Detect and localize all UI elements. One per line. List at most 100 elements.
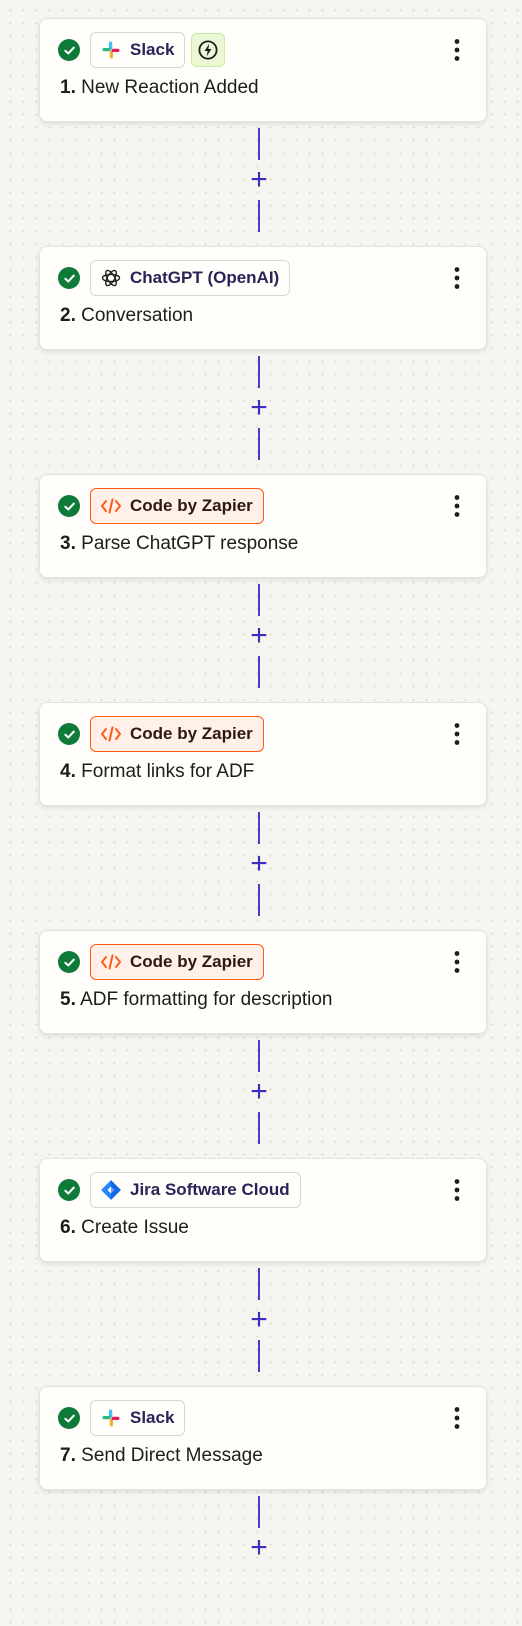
step-header: ChatGPT (OpenAI) bbox=[58, 259, 291, 297]
step-menu-button[interactable] bbox=[444, 1401, 470, 1435]
connector-line bbox=[258, 1340, 260, 1372]
app-chip[interactable]: Slack bbox=[90, 32, 186, 68]
plus-icon: + bbox=[250, 1303, 268, 1336]
step-title-text: Format links for ADF bbox=[81, 761, 255, 782]
add-step-button[interactable]: + bbox=[244, 849, 274, 879]
vertical-dots-icon bbox=[454, 1406, 460, 1430]
app-chip[interactable]: Code by Zapier bbox=[90, 716, 264, 752]
code-icon bbox=[99, 494, 123, 518]
step-menu-button[interactable] bbox=[444, 33, 470, 67]
connector-line bbox=[258, 1112, 260, 1144]
step-connector bbox=[257, 1034, 261, 1146]
add-step-button[interactable]: + bbox=[244, 1533, 274, 1563]
check-circle-icon bbox=[58, 39, 80, 61]
step-title-text: Conversation bbox=[81, 305, 194, 326]
vertical-dots-icon bbox=[454, 1178, 460, 1202]
connector-line bbox=[258, 428, 260, 460]
step-number: 3. bbox=[60, 533, 76, 554]
step-title: 3. Parse ChatGPT response bbox=[60, 533, 298, 555]
step-card[interactable]: Code by Zapier 5. ADF formatting for desc… bbox=[39, 930, 487, 1034]
step-number: 2. bbox=[60, 305, 76, 326]
check-circle-icon bbox=[58, 1179, 80, 1201]
app-name: Jira Software Cloud bbox=[130, 1180, 290, 1199]
plus-icon: + bbox=[250, 847, 268, 880]
code-icon bbox=[99, 722, 123, 746]
vertical-dots-icon bbox=[454, 494, 460, 518]
connector-line bbox=[258, 656, 260, 688]
plus-icon: + bbox=[250, 619, 268, 652]
vertical-dots-icon bbox=[454, 950, 460, 974]
app-chip[interactable]: Code by Zapier bbox=[90, 488, 264, 524]
plus-icon: + bbox=[250, 1531, 268, 1564]
jira-icon bbox=[99, 1178, 123, 1202]
app-chip[interactable]: Jira Software Cloud bbox=[90, 1172, 301, 1208]
app-chip[interactable]: Slack bbox=[90, 1400, 186, 1436]
step-card[interactable]: Code by Zapier 3. Parse ChatGPT response bbox=[39, 474, 487, 578]
code-icon bbox=[99, 950, 123, 974]
step-card[interactable]: Code by Zapier 4. Format links for ADF bbox=[39, 702, 487, 806]
app-name: Slack bbox=[130, 40, 175, 59]
step-title-text: Create Issue bbox=[81, 1217, 189, 1238]
step-menu-button[interactable] bbox=[444, 717, 470, 751]
connector-line bbox=[258, 584, 260, 616]
app-name: Slack bbox=[130, 1408, 175, 1427]
app-chip[interactable]: Code by Zapier bbox=[90, 944, 264, 980]
step-menu-button[interactable] bbox=[444, 945, 470, 979]
check-circle-icon bbox=[58, 1407, 80, 1429]
lightning-icon bbox=[191, 33, 226, 67]
step-connector bbox=[257, 1490, 261, 1602]
step-card[interactable]: ChatGPT (OpenAI) 2. Conversation bbox=[39, 246, 487, 350]
step-menu-button[interactable] bbox=[444, 1173, 470, 1207]
step-menu-button[interactable] bbox=[444, 489, 470, 523]
connector-line bbox=[258, 884, 260, 916]
step-number: 6. bbox=[60, 1217, 76, 1238]
vertical-dots-icon bbox=[454, 38, 460, 62]
slack-icon bbox=[99, 38, 123, 62]
check-circle-icon bbox=[58, 495, 80, 517]
connector-line bbox=[258, 128, 260, 160]
step-header: Slack bbox=[58, 1399, 186, 1437]
add-step-button[interactable]: + bbox=[244, 165, 274, 195]
add-step-button[interactable]: + bbox=[244, 393, 274, 423]
add-step-button[interactable]: + bbox=[244, 1305, 274, 1335]
check-circle-icon bbox=[58, 951, 80, 973]
step-title-text: Parse ChatGPT response bbox=[81, 533, 299, 554]
step-header: Slack bbox=[58, 31, 226, 69]
step-connector bbox=[257, 806, 261, 918]
step-card[interactable]: Slack 1. New Reaction Added bbox=[39, 18, 487, 122]
add-step-button[interactable]: + bbox=[244, 621, 274, 651]
step-title: 1. New Reaction Added bbox=[60, 77, 259, 99]
app-chip[interactable]: ChatGPT (OpenAI) bbox=[90, 260, 291, 296]
step-connector bbox=[257, 1262, 261, 1374]
connector-line bbox=[258, 356, 260, 388]
slack-icon bbox=[99, 1406, 123, 1430]
step-card[interactable]: Jira Software Cloud 6. Create Issue bbox=[39, 1158, 487, 1262]
step-title: 5. ADF formatting for description bbox=[60, 989, 332, 1011]
plus-icon: + bbox=[250, 163, 268, 196]
step-title: 4. Format links for ADF bbox=[60, 761, 254, 783]
step-header: Code by Zapier bbox=[58, 715, 264, 753]
app-name: ChatGPT (OpenAI) bbox=[130, 268, 280, 287]
step-title-text: New Reaction Added bbox=[81, 77, 259, 98]
step-title-text: Send Direct Message bbox=[81, 1445, 263, 1466]
vertical-dots-icon bbox=[454, 266, 460, 290]
check-circle-icon bbox=[58, 267, 80, 289]
step-title: 6. Create Issue bbox=[60, 1217, 189, 1239]
step-card[interactable]: Slack 7. Send Direct Message bbox=[39, 1386, 487, 1490]
step-connector bbox=[257, 578, 261, 690]
step-title: 7. Send Direct Message bbox=[60, 1445, 263, 1467]
connector-line bbox=[258, 1268, 260, 1300]
step-header: Code by Zapier bbox=[58, 487, 264, 525]
check-circle-icon bbox=[58, 723, 80, 745]
step-connector bbox=[257, 122, 261, 234]
step-header: Code by Zapier bbox=[58, 943, 264, 981]
step-title: 2. Conversation bbox=[60, 305, 193, 327]
connector-line bbox=[258, 200, 260, 232]
app-name: Code by Zapier bbox=[130, 724, 253, 743]
openai-icon bbox=[99, 266, 123, 290]
connector-line bbox=[258, 1496, 260, 1528]
step-menu-button[interactable] bbox=[444, 261, 470, 295]
step-connector bbox=[257, 350, 261, 462]
add-step-button[interactable]: + bbox=[244, 1077, 274, 1107]
